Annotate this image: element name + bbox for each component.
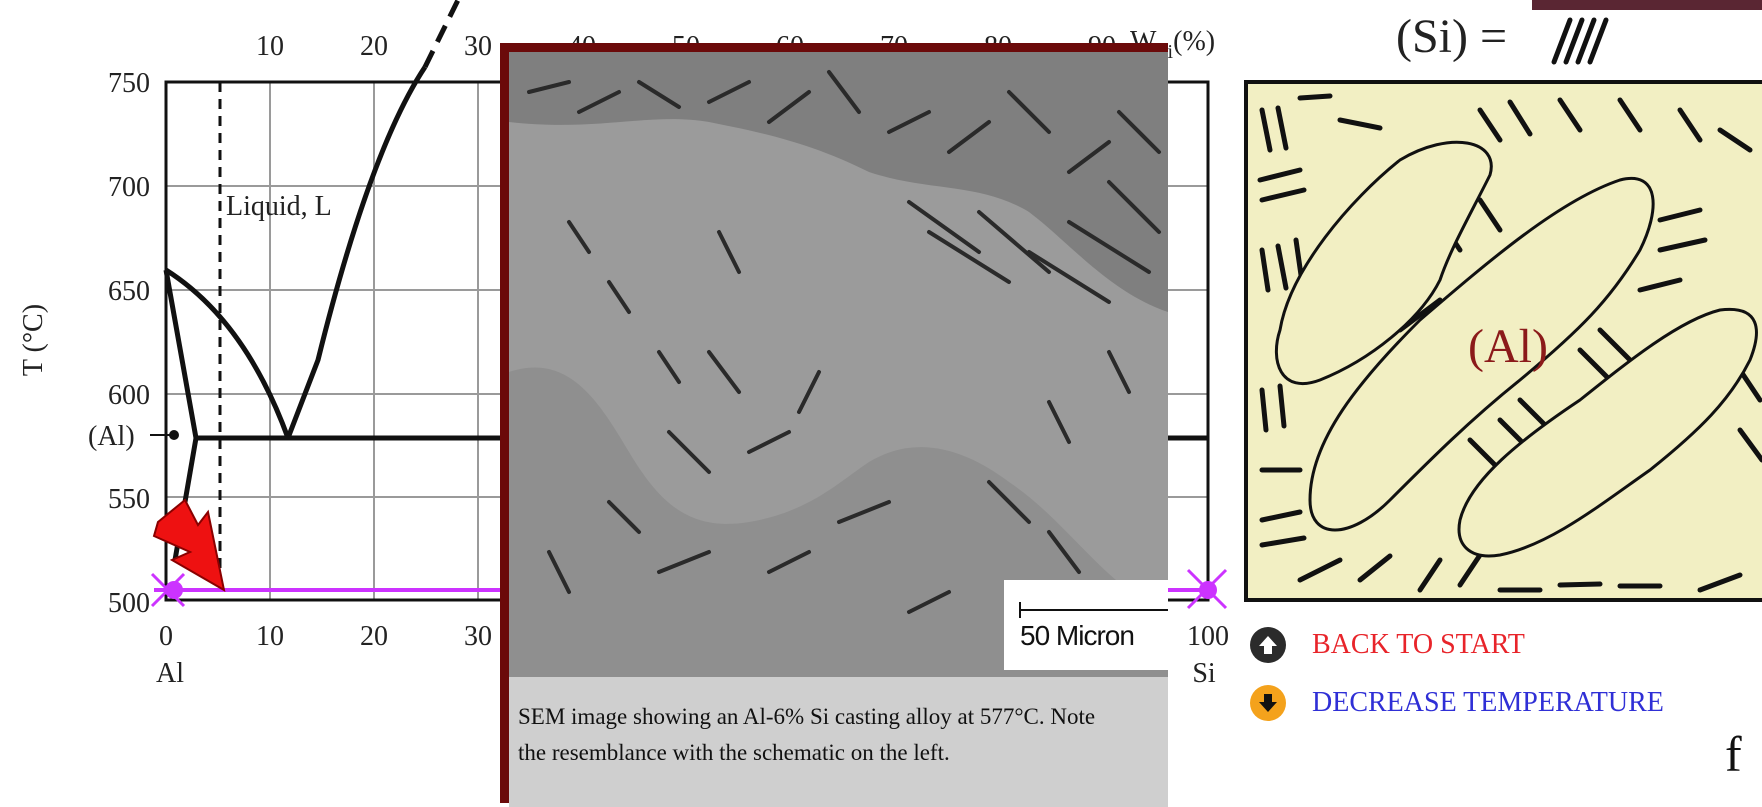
back-to-start-button[interactable]: BACK TO START [1250,627,1525,663]
si-legend-label: (Si) = [1396,10,1507,63]
x-top-tick: 30 [464,31,492,62]
x-bottom-tick: 100 [1187,621,1229,652]
left-temperature-marker [150,572,186,608]
down-arrow-icon [1250,685,1286,721]
right-temperature-marker [1186,568,1228,610]
scale-bar-label: 50 Micron [1020,620,1135,651]
x-bottom-tick: 0 [159,621,173,652]
x-bottom-tick: 30 [464,621,492,652]
y-axis-label: T (°C) [18,304,49,376]
sem-micrograph [509,52,1168,677]
up-arrow-icon [1250,627,1286,663]
al-phase-label: (Al) [88,421,135,452]
x-top-tick: 10 [256,31,284,62]
scale-bar: 50 Micron [1004,580,1168,670]
left-end-label: Al [156,658,184,689]
top-right-bar [1532,0,1762,10]
schematic-panel [1244,80,1762,602]
x-top-tick: 20 [360,31,388,62]
x-bottom-tick: 10 [256,621,284,652]
x-bottom-tick: 20 [360,621,388,652]
sem-caption-line: SEM image showing an Al-6% Si casting al… [518,704,1096,729]
back-to-start-label: BACK TO START [1312,629,1525,660]
sem-popup: SEM image showing an Al-6% Si casting al… [500,43,1168,807]
sem-caption-line: the resemblance with the schematic on th… [518,740,950,765]
sem-caption: SEM image showing an Al-6% Si casting al… [509,677,1168,807]
composition-arrow-icon [152,498,226,592]
y-tick: 650 [108,276,150,307]
decrease-temperature-button[interactable]: DECREASE TEMPERATURE [1250,685,1664,721]
y-tick: 750 [108,68,150,99]
right-end-label: Si [1192,658,1216,689]
liquidus-extension [422,0,461,69]
y-tick: 550 [108,484,150,515]
panel-letter: f [1725,726,1742,782]
y-tick: 700 [108,172,150,203]
liquid-region-label: Liquid, L [226,191,332,222]
schematic-al-label: (Al) [1468,320,1548,373]
y-tick: 500 [108,588,150,619]
y-tick: 600 [108,380,150,411]
si-hatch-icon [1551,17,1609,65]
decrease-temperature-label: DECREASE TEMPERATURE [1312,687,1664,718]
